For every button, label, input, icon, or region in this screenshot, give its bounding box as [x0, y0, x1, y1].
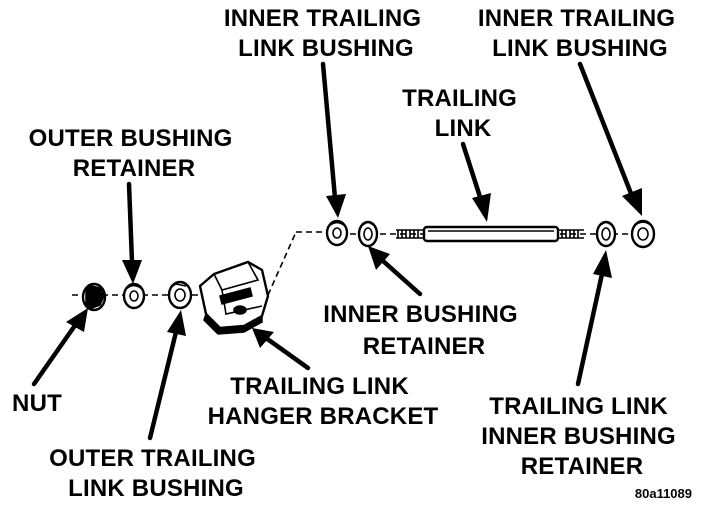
inner-trailing-link-bushing-left-part: [325, 219, 349, 247]
label-outer-trailing-link-bushing: OUTER TRAILING LINK BUSHING: [49, 445, 263, 502]
trailing-link-inner-bushing-retainer-part: [595, 220, 617, 248]
inner-bushing-retainer-part: [357, 220, 379, 248]
label-trailing-link: TRAILING LINK: [402, 85, 524, 142]
label-inner-trailing-link-bushing-right: INNER TRAILING LINK BUSHING: [478, 5, 682, 62]
arrow-trailing-link-hanger-bracket: [252, 328, 311, 371]
arrow-inner-bushing-retainer: [368, 246, 423, 297]
figure-code: 80a11089: [635, 486, 692, 501]
label-trailing-link-inner-bushing-retainer: TRAILING LINK INNER BUSHING RETAINER: [481, 393, 683, 480]
arrow-inner-trailing-link-bushing-right: [577, 61, 642, 216]
label-outer-bushing-retainer: OUTER BUSHING RETAINER: [29, 125, 240, 182]
inner-trailing-link-bushing-right-part: [630, 219, 656, 249]
label-inner-bushing-retainer: INNER BUSHING RETAINER: [323, 301, 525, 360]
arrow-trailing-link-inner-bushing-retainer: [575, 250, 612, 387]
label-inner-trailing-link-bushing-left: INNER TRAILING LINK BUSHING: [224, 5, 428, 62]
arrow-nut: [31, 308, 88, 387]
label-nut: NUT: [12, 390, 62, 417]
arrow-outer-bushing-retainer: [122, 181, 142, 284]
outer-bushing-retainer-part: [122, 282, 146, 310]
arrow-inner-trailing-link-bushing-left: [320, 61, 346, 218]
arrow-trailing-link: [460, 141, 491, 222]
arrow-outer-trailing-link-bushing: [147, 310, 186, 441]
label-trailing-link-hanger-bracket: TRAILING LINK HANGER BRACKET: [208, 373, 439, 430]
trailing-link-hanger-bracket-part: [198, 260, 270, 335]
nut-part: [81, 282, 107, 312]
trailing-link-part: [396, 225, 584, 243]
outer-trailing-link-bushing-part: [167, 280, 193, 310]
